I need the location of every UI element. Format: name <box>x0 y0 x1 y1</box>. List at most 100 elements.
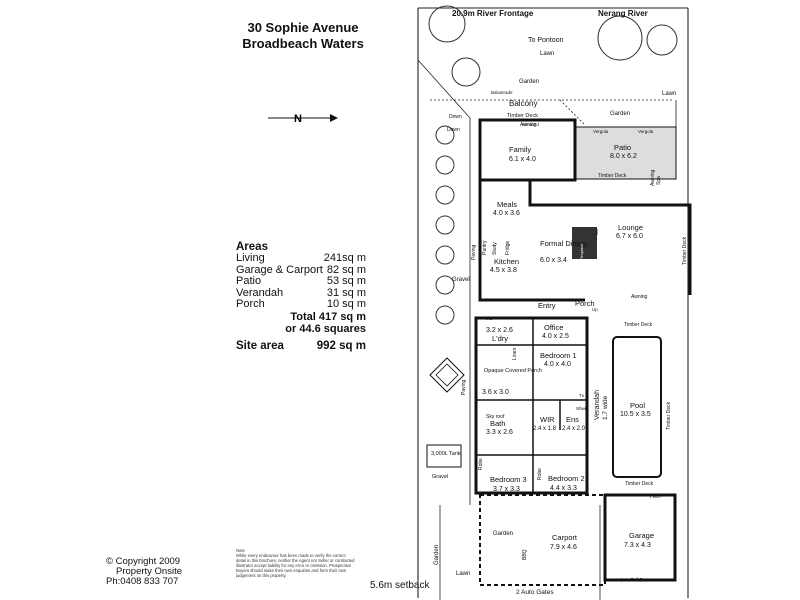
areas-heading: Areas <box>236 241 268 253</box>
tx-label: Tx <box>579 393 585 398</box>
vergola-2-label: Vergola <box>638 129 654 134</box>
areas-squares: or 44.6 squares <box>285 322 366 335</box>
areas-row-label: Living <box>236 252 265 264</box>
fridge-label: Fridge <box>505 241 511 255</box>
lawn-top-label: Lawn <box>540 51 554 57</box>
room-wir: WIR <box>540 415 555 424</box>
room-ensuite-dims: 2.4 x 2.0 <box>562 426 586 432</box>
room-covered-porch: Opaque Covered Porch <box>484 368 542 374</box>
areas-row: Verandah 31 sq m <box>236 286 366 300</box>
copyright-line-1: Copyright 2009 <box>115 556 181 567</box>
gates-label: 2 Auto Gates <box>516 589 554 596</box>
property-address: 30 Sophie Avenue Broadbeach Waters <box>238 20 368 52</box>
room-ensuite: Ens <box>566 415 579 424</box>
garden-right-label: Garden <box>610 111 630 117</box>
pantry-label: Pantry <box>482 240 488 255</box>
paving-left-label: Paving <box>471 244 477 260</box>
house-outer-walls <box>426 118 692 586</box>
site-area-label: Site area <box>236 340 284 352</box>
study-label: Study <box>492 242 498 255</box>
room-balcony: Balcony <box>509 99 537 108</box>
room-bath-dims: 3.3 x 2.6 <box>486 429 513 436</box>
room-laundry-dims: 3.2 x 2.6 <box>486 327 513 334</box>
up-label: Up <box>592 307 598 312</box>
room-patio: Patio <box>614 143 631 152</box>
down-right-label: Down <box>447 127 460 133</box>
room-kitchen: Kitchen <box>494 257 519 266</box>
spa-label: Spa <box>656 176 662 185</box>
sky-roof-label: Sky roof <box>486 414 505 420</box>
lawn-right-label: Lawn <box>662 91 676 97</box>
copyright-line-2: Property Onsite <box>116 566 182 577</box>
room-patio-dims: 8.0 x 6.2 <box>610 153 637 160</box>
room-garage: Garage <box>629 531 654 540</box>
room-bedroom-1-dims: 4.0 x 4.0 <box>544 361 571 368</box>
address-line-2: Broadbeach Waters <box>242 36 364 51</box>
room-office-dims: 4.0 x 2.5 <box>542 333 569 340</box>
room-wir-dims: 2.4 x 1.8 <box>533 426 557 432</box>
room-laundry: L'dry <box>492 334 508 343</box>
verandah-width-label: 1.7 wide <box>602 395 609 420</box>
room-lounge-dims: 6.7 x 6.0 <box>616 233 643 240</box>
room-covered-porch-dims: 3.6 x 3.0 <box>482 389 509 396</box>
timber-deck-right-label: Timber Deck <box>682 236 688 265</box>
room-carport-dims: 7.9 x 4.6 <box>550 544 577 551</box>
note-text: While every endeavour has been made to v… <box>236 553 355 578</box>
room-bedroom-2: Bedroom 2 <box>548 474 585 483</box>
vergola-1-label: Vergola <box>593 129 609 134</box>
room-office: Office <box>544 323 563 332</box>
timber-deck-upper-label: Timber Deck <box>624 322 653 328</box>
areas-total: Total 417 sq m <box>290 310 366 323</box>
awning-mid-label: Awning <box>650 169 656 186</box>
areas-row-value: 53 sq m <box>326 275 366 287</box>
room-meals: Meals <box>497 200 517 209</box>
site-area: Site area 992 sq m <box>236 340 366 352</box>
setback-label: 5.6m setback <box>370 580 430 591</box>
robe-1-label: Robe <box>537 468 543 480</box>
down-left-label: Down <box>449 114 462 120</box>
room-formal-dining-dims: 6.0 x 3.4 <box>540 257 567 264</box>
timber-deck-side-label: Timber Deck <box>666 401 672 430</box>
room-entry: Entry <box>538 301 556 310</box>
lawn-bottom-label: Lawn <box>456 571 470 577</box>
trees <box>428 5 678 325</box>
river-frontage-label: 20.9m River Frontage <box>452 9 534 18</box>
roll-door-label: Auto Roll Door <box>620 577 650 582</box>
timber-deck-patio-label: Timber Deck <box>598 173 627 179</box>
areas-row-value: 10 sq m <box>326 298 366 310</box>
copyright-block: © Copyright 2009 Property Onsite Ph:0408… <box>106 557 182 587</box>
garden-top-label: Garden <box>519 79 539 85</box>
areas-row-value: 82 sq m <box>326 263 366 276</box>
site-area-value: 992 sq m <box>316 340 366 352</box>
verandah-label: Verandah <box>594 390 601 420</box>
river-label: Nerang River <box>598 9 648 18</box>
wc-label: WC <box>485 316 493 321</box>
balustrade-label: Balustrade <box>491 90 513 95</box>
copyright-icon: © <box>106 556 113 567</box>
filter-label: Filter <box>650 494 661 500</box>
room-bedroom-3-dims: 3.7 x 3.3 <box>493 486 520 493</box>
areas-row: Patio 53 sq m <box>236 275 366 288</box>
room-garage-dims: 7.3 x 4.3 <box>624 542 651 549</box>
room-timber-deck: Timber Deck <box>507 113 538 119</box>
room-porch: Porch <box>575 299 595 308</box>
garden-bottom-label: Garden <box>493 531 513 537</box>
fireplace-label: Fireplace <box>579 243 584 260</box>
bbq-label: BBQ <box>522 549 528 560</box>
address-line-1: 30 Sophie Avenue <box>247 20 359 35</box>
timber-deck-bottom-label: Timber Deck <box>625 481 654 487</box>
areas-row-label: Verandah <box>236 286 284 299</box>
areas-row-value: 31 sq m <box>326 286 366 299</box>
aircon-label: Air-cond <box>522 122 539 127</box>
awning-top-label: Awning <box>520 122 537 128</box>
gravel-left-label: Gravel <box>452 277 470 283</box>
room-family-dims: 6.1 x 4.0 <box>509 156 536 163</box>
note-heading: Note <box>236 548 245 553</box>
bar-label: Bar <box>594 228 599 235</box>
areas-row-label: Patio <box>236 275 262 287</box>
room-carport: Carport <box>552 533 578 542</box>
garden-left-label: Garden <box>434 545 440 565</box>
